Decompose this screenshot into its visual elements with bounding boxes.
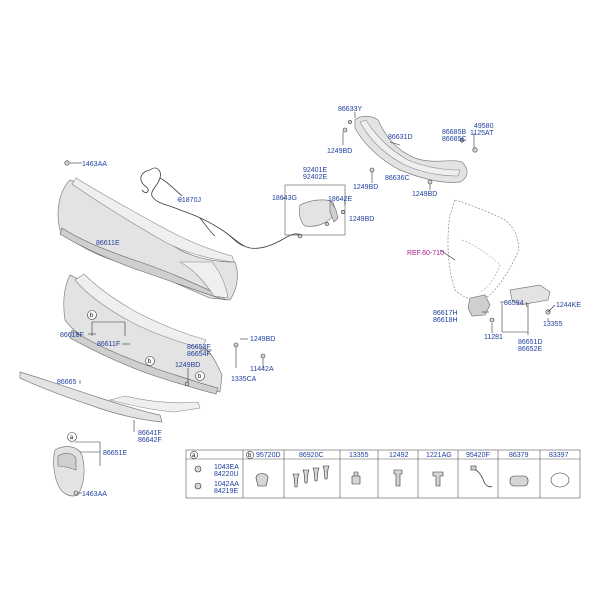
label-1249BD-c: 1249BD — [353, 184, 378, 191]
label-86654F: 86654F — [187, 351, 211, 358]
label-1463AA-bottom: 1463AA — [82, 491, 107, 498]
label-86633Y: 86633Y — [338, 106, 362, 113]
wiring-harness-illustration — [140, 167, 303, 249]
grommet-icon — [255, 473, 269, 487]
part-labels: 1463AA 91870J 86611E 86633Y 86631D 1249B… — [57, 106, 581, 498]
clip-1463AA-top — [64, 160, 70, 166]
table-callout-a: a — [192, 453, 196, 459]
rivet-icon — [432, 471, 444, 487]
nut-clip-icon — [351, 471, 361, 485]
label-1249BD-b: 1249BD — [349, 216, 374, 223]
svg-text:b: b — [90, 313, 94, 319]
sensor-icon — [471, 467, 493, 488]
table-header-1221AG: 1221AG — [426, 452, 452, 459]
label-86653F: 86653F — [187, 344, 211, 351]
table-header-83397: 83397 — [549, 452, 569, 459]
side-bracket-illustration — [467, 284, 551, 323]
callout-b-2: b — [145, 356, 155, 366]
label-86618F: 86618F — [60, 332, 84, 339]
diffuser-illustration — [19, 371, 163, 423]
label-18642E: 18642E — [328, 196, 352, 203]
table-a-1042AA: 1042AA — [214, 481, 239, 488]
label-ref-60-710: REF.60-710 — [407, 250, 444, 257]
label-1335CA: 1335CA — [231, 376, 257, 383]
label-1125AT: 1125AT — [470, 130, 494, 137]
label-86685B: 86685B — [442, 129, 466, 136]
svg-text:b: b — [148, 359, 152, 365]
label-86618H: 86618H — [433, 317, 458, 324]
table-header-12492: 12492 — [389, 452, 409, 459]
label-86651E: 86651E — [103, 450, 127, 457]
label-86617H: 86617H — [433, 310, 458, 317]
label-86651D: 86651D — [518, 339, 543, 346]
table-header-13355: 13355 — [349, 452, 369, 459]
label-18643G: 18643G — [272, 195, 297, 202]
label-1249BD-d: 1249BD — [412, 191, 437, 198]
table-header-95720D: 95720D — [256, 452, 281, 459]
table-header-86920C: 86920C — [299, 452, 324, 459]
label-86636C: 86636C — [385, 175, 410, 182]
label-86631D: 86631D — [388, 134, 413, 141]
reflector-lamp-illustration — [298, 198, 346, 227]
label-86611F: 86611F — [97, 341, 120, 348]
label-86642F: 86642F — [138, 437, 162, 444]
label-86594: 86594 — [504, 300, 524, 307]
label-1463AA-top: 1463AA — [82, 161, 107, 168]
callout-a-1: a — [67, 432, 77, 442]
label-11442A: 11442A — [250, 366, 274, 373]
label-1249BD-a: 1249BD — [327, 148, 352, 155]
label-1249BD-e: 1249BD — [250, 336, 275, 343]
svg-text:b: b — [198, 374, 202, 380]
mudguard-illustration — [53, 446, 85, 497]
label-49580: 49580 — [474, 123, 494, 130]
plug-icon — [550, 472, 570, 488]
bolt-icon — [393, 469, 403, 487]
label-91870J: 91870J — [178, 197, 201, 204]
label-86641F: 86641F — [138, 430, 162, 437]
label-92402E: 92402E — [303, 174, 327, 181]
callout-b-1: b — [87, 310, 97, 320]
callout-b-3: b — [195, 371, 205, 381]
label-86611E: 86611E — [96, 240, 120, 247]
cap-icon — [509, 475, 529, 487]
label-86685C: 86685C — [442, 136, 467, 143]
label-13355: 13355 — [543, 321, 563, 328]
table-a-84219E: 84219E — [214, 488, 238, 495]
leader-lines — [70, 112, 556, 494]
label-11281: 11281 — [484, 334, 503, 341]
label-1244KE: 1244KE — [556, 302, 581, 309]
screws-icon — [292, 465, 330, 488]
back-beam-illustration — [354, 115, 468, 183]
table-a-84220U: 84220U — [214, 471, 239, 478]
garnish-illustration — [108, 395, 201, 413]
table-header-86379: 86379 — [509, 452, 529, 459]
table-callout-b: b — [248, 453, 252, 459]
label-1249BD-f: 1249BD — [175, 362, 200, 369]
side-panel-illustration — [447, 199, 519, 300]
table-header-95420F: 95420F — [466, 452, 490, 459]
label-92401E: 92401E — [303, 167, 327, 174]
lower-bumper-illustration — [63, 273, 223, 395]
parts-legend-table: a b 95720D 86920C 13355 12492 1221AG 954… — [185, 449, 581, 499]
svg-text:a: a — [70, 435, 74, 441]
table-a-1043EA: 1043EA — [214, 464, 239, 471]
label-86665: 86665 — [57, 379, 77, 386]
bumper-cover-illustration — [57, 177, 238, 301]
label-86652E: 86652E — [518, 346, 542, 353]
